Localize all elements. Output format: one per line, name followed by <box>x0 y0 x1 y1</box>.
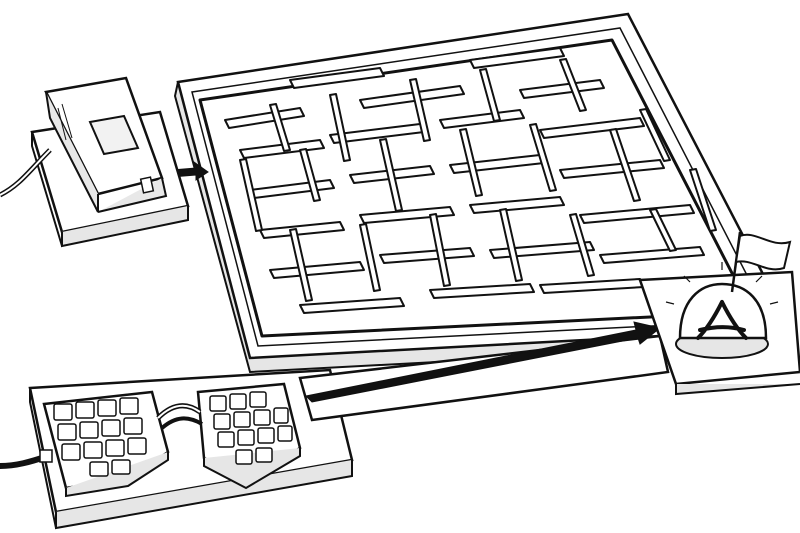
keyboard-left-keys <box>53 397 147 477</box>
acrobat-dome-icon <box>665 262 779 359</box>
maze-walls <box>198 38 754 338</box>
keyboard-right-keys <box>209 391 293 465</box>
flag-icon <box>730 231 792 293</box>
split-keyboard-icon <box>0 382 302 498</box>
path-arrow <box>304 321 662 403</box>
power-adapter-icon <box>0 76 168 213</box>
